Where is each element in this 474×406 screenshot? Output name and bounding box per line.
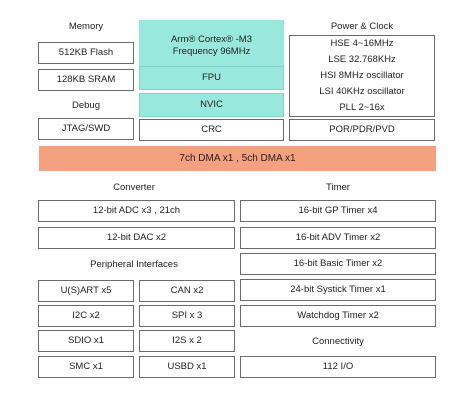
jtag-block: JTAG/SWD [38,118,134,140]
i2s-block: I2S x 2 [139,330,235,352]
adv-timer-block: 16-bit ADV Timer x2 [240,227,436,249]
pll: PLL 2~16x [339,102,385,114]
dma-bar: 7ch DMA x1 , 5ch DMA x1 [39,146,436,171]
debug-title: Debug [72,100,100,111]
crc-block: CRC [139,119,284,141]
systick-timer-block: 24-bit Systick Timer x1 [240,279,436,301]
lse-oscillator: LSE 32.768KHz [328,53,396,65]
cpu-core-name: Arm® Cortex® -M3 [170,34,253,45]
hsi-oscillator: HSI 8MHz oscillator [320,69,404,81]
adc-block: 12-bit ADC x3 , 21ch [38,200,235,222]
basic-timer-block: 16-bit Basic Timer x2 [240,253,436,275]
connectivity-title: Connectivity [312,336,364,347]
timer-title: Timer [326,182,350,193]
peripheral-interfaces-title: Peripheral Interfaces [90,259,178,270]
flash-block: 512KB Flash [38,42,134,64]
fpu-block: FPU [139,66,284,90]
io-block: 112 I/O [240,356,436,378]
gp-timer-block: 16-bit GP Timer x4 [240,200,436,222]
sdio-block: SDIO x1 [38,330,134,352]
lsi-oscillator: LSI 40KHz oscillator [319,86,405,98]
clock-sources-block: HSE 4~16MHz LSE 32.768KHz HSI 8MHz oscil… [289,35,435,117]
watchdog-timer-block: Watchdog Timer x2 [240,305,436,327]
nvic-block: NVIC [139,93,284,117]
cpu-core-block: Arm® Cortex® -M3 Frequency 96MHz [139,20,284,66]
i2c-block: I2C x2 [38,305,134,327]
dac-block: 12-bit DAC x2 [38,227,235,249]
smc-block: SMC x1 [38,356,134,378]
can-block: CAN x2 [139,280,235,302]
power-clock-title: Power & Clock [330,21,394,32]
memory-title: Memory [68,21,104,32]
hse-oscillator: HSE 4~16MHz [330,37,394,49]
converter-title: Converter [113,182,155,193]
cpu-frequency: Frequency 96MHz [172,46,251,57]
usbd-block: USBD x1 [139,356,235,378]
usart-block: U(S)ART x5 [38,280,134,302]
sram-block: 128KB SRAM [38,69,134,91]
spi-block: SPI x 3 [139,305,235,327]
reset-block: POR/PDR/PVD [289,119,435,141]
